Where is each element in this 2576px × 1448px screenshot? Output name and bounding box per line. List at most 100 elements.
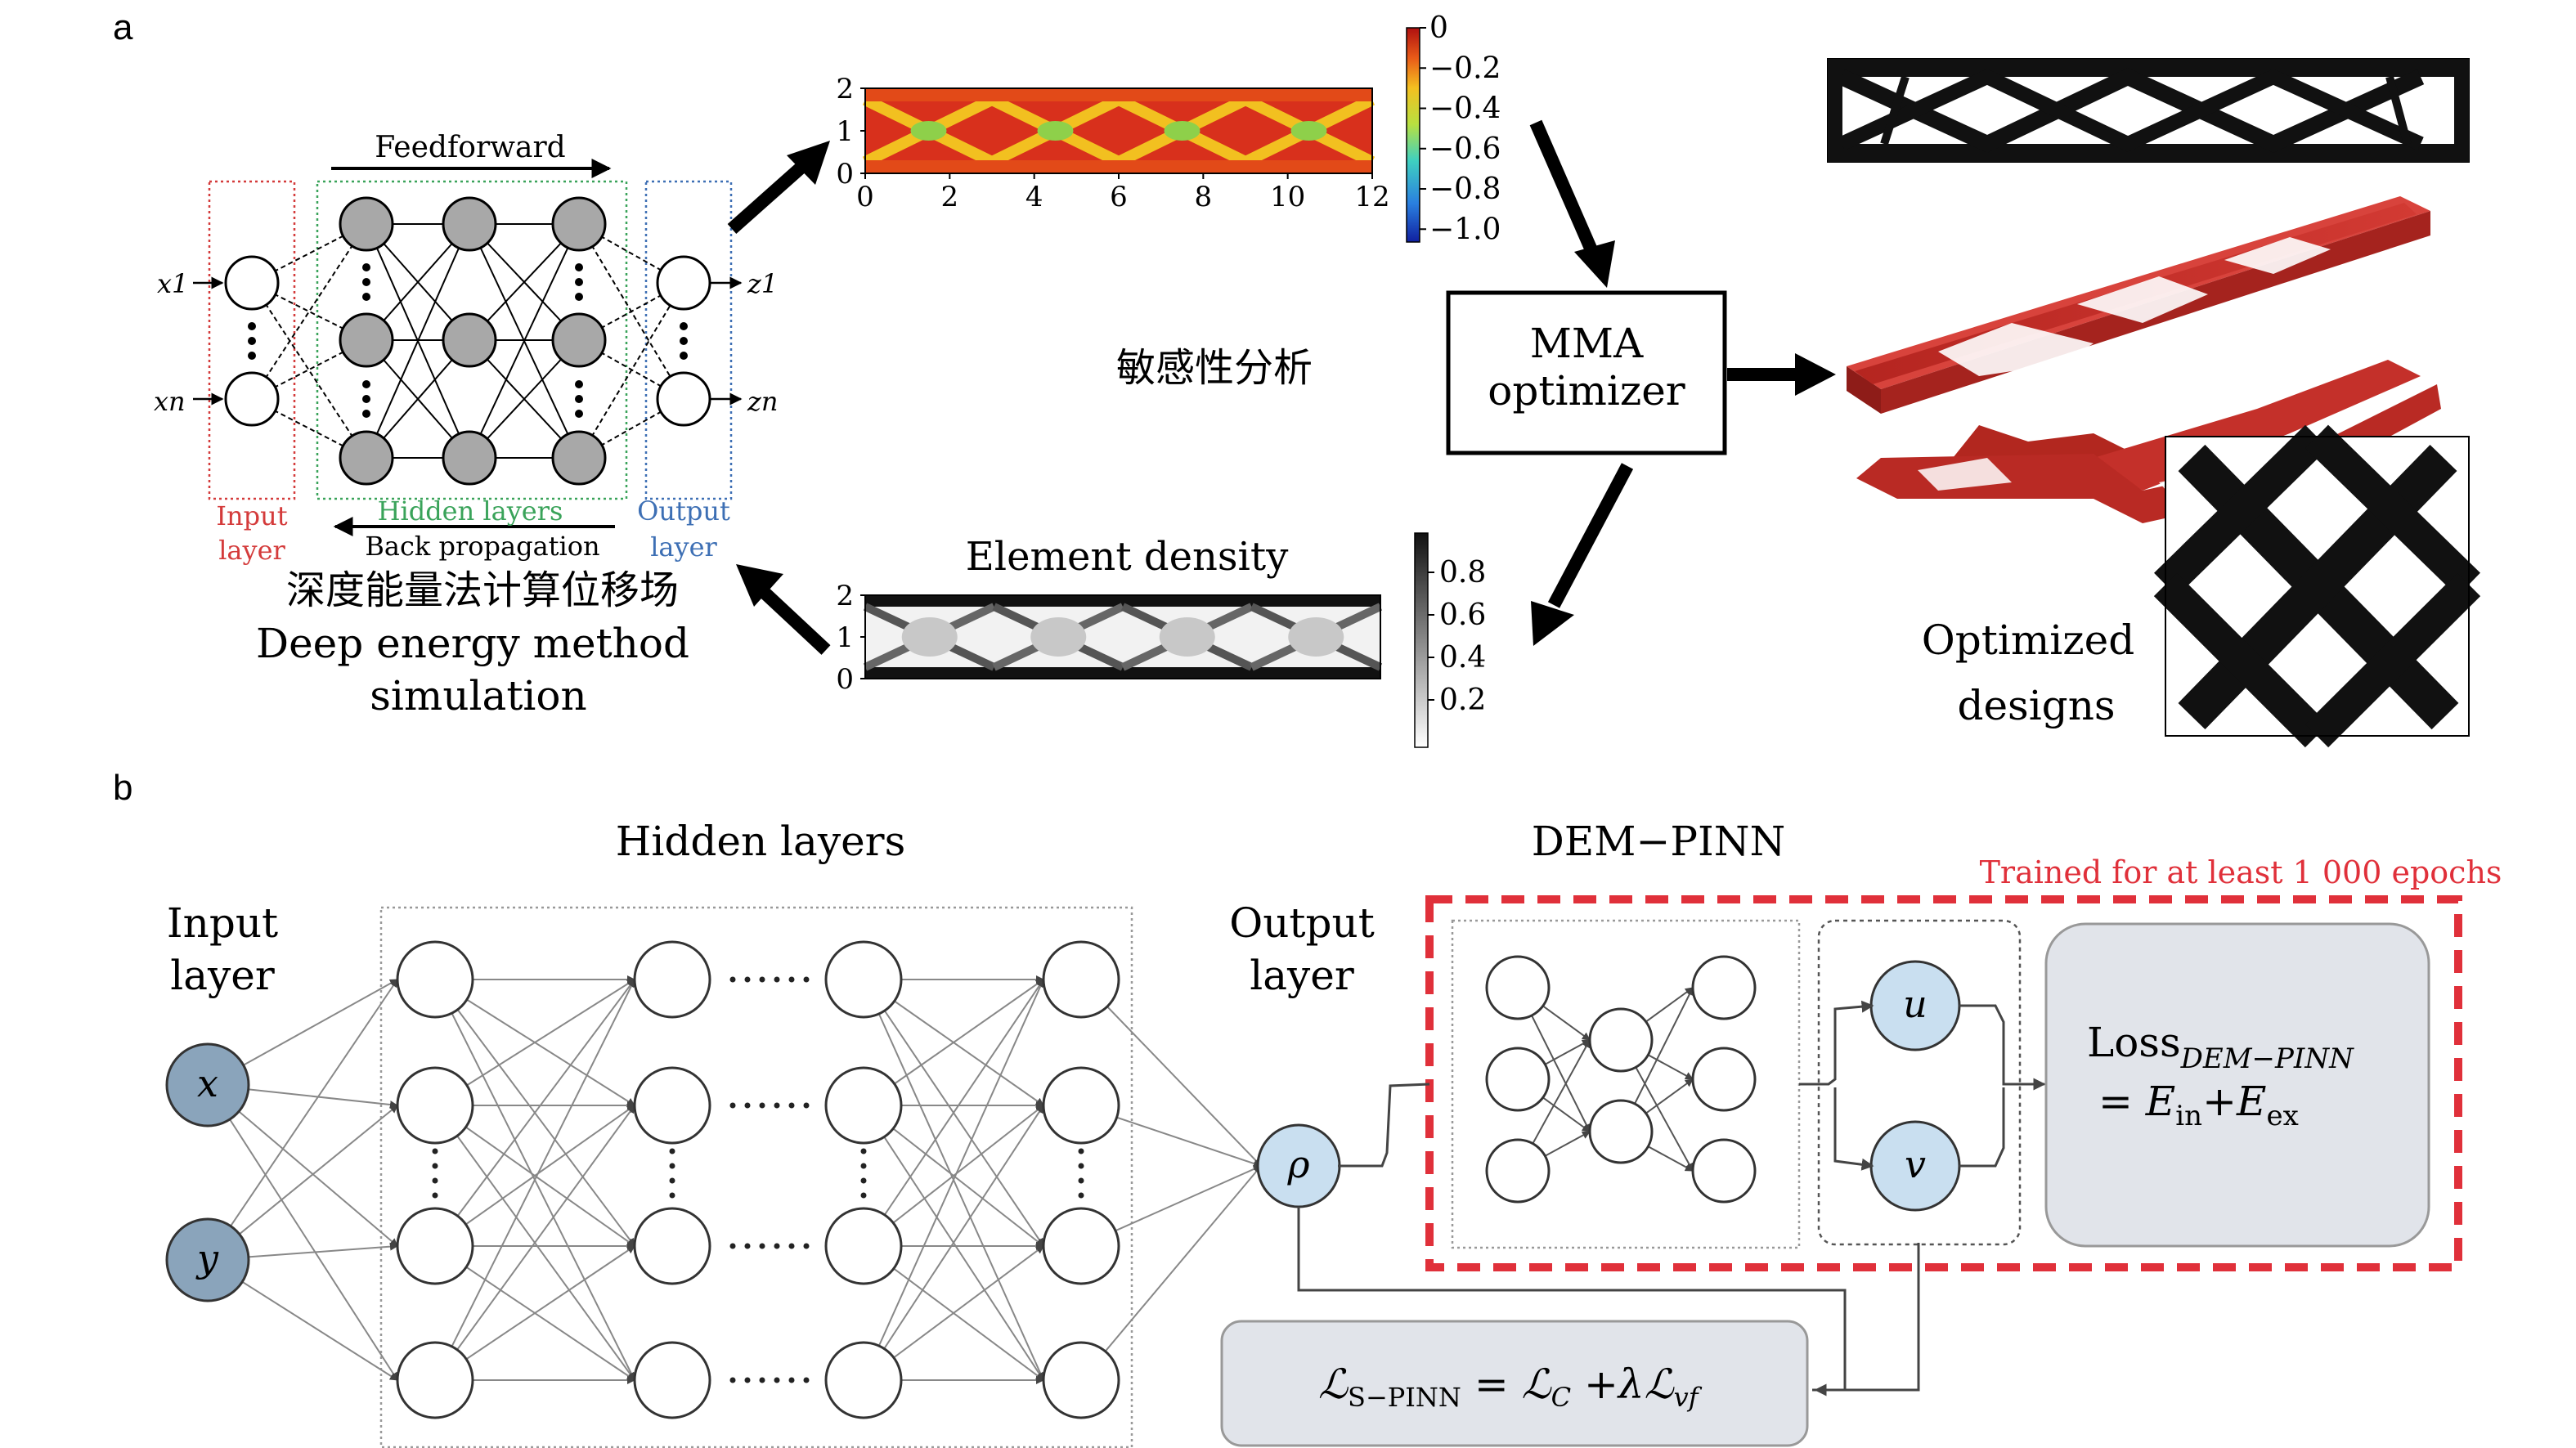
sensitivity-y-tick: 1 <box>836 115 854 148</box>
input-layer-label-1: Input <box>216 500 287 531</box>
loss-s-pinn-box <box>1220 1320 1809 1447</box>
nn-node <box>551 430 607 486</box>
b-ellipsis-dot <box>788 1377 795 1383</box>
b-input-node-label: x <box>197 1061 218 1105</box>
nn-node <box>656 255 711 311</box>
b-ellipsis-dot <box>729 976 736 983</box>
dem-caption-en-2: simulation <box>370 672 586 720</box>
nn-diagram: Feedforward Hidden layers Back propagati… <box>154 131 778 566</box>
density-edge <box>865 595 1380 607</box>
b-edge <box>207 1084 398 1381</box>
b-edge <box>434 979 635 1106</box>
uv-frame <box>1817 919 2022 1246</box>
arrow-mma-to-density <box>1531 463 1634 646</box>
nn-ellipsis-dot <box>362 293 370 301</box>
sensitivity-cb-tick: 0 <box>1429 11 1448 45</box>
output-layer-line2: layer <box>1250 952 1354 999</box>
b-hidden-node <box>824 1341 903 1419</box>
nn-ellipsis-dot <box>575 263 583 271</box>
density-web <box>901 617 958 657</box>
optimized-line2: designs <box>1957 682 2115 729</box>
nn-node <box>442 430 497 486</box>
b-ellipsis-dot <box>669 1163 675 1169</box>
sensitivity-label: 敏感性分析 <box>1116 347 1313 390</box>
d-node <box>1691 1138 1757 1204</box>
sensitivity-web <box>1164 121 1200 141</box>
sensitivity-x-tick: 0 <box>856 181 874 213</box>
nn-ellipsis-dot <box>575 395 583 403</box>
b-ellipsis-dot <box>744 1102 751 1109</box>
nn-edge <box>469 223 580 459</box>
dem-pinn-nodes: uv <box>1485 955 1961 1212</box>
trained-note: Trained for at least 1 000 epochs <box>1980 854 2502 890</box>
b-ellipsis-dot <box>669 1192 675 1199</box>
b-output-node-label: ρ <box>1286 1142 1309 1186</box>
b-ellipsis-dot <box>860 1148 867 1154</box>
loss-s-c-sub: C <box>1551 1382 1571 1413</box>
b-hidden-node <box>633 940 711 1019</box>
sensitivity-edge <box>865 160 1372 173</box>
hidden-layers-label: Hidden layers <box>378 495 563 527</box>
loss-dem-sub-ex: ex <box>2266 1100 2298 1132</box>
mma-line1: MMA <box>1530 320 1644 367</box>
sensitivity-x-tick: 8 <box>1195 181 1213 213</box>
density-colorbar <box>1414 532 1429 748</box>
b-hidden-node <box>396 1341 474 1419</box>
nn-ellipsis-dot <box>575 410 583 418</box>
density-cb-tick: 0.2 <box>1439 684 1486 717</box>
sensitivity-x-tick: 10 <box>1270 181 1305 213</box>
b-hidden-node <box>396 940 474 1019</box>
output-layer-box <box>644 180 733 500</box>
arrow-density-to-dem <box>736 564 831 655</box>
b-ellipsis-dot <box>788 1243 795 1249</box>
b-ellipsis-dot <box>669 1148 675 1154</box>
loss-s-lhs-sub: S−PINN <box>1348 1382 1461 1413</box>
sensitivity-cb-tick: −0.6 <box>1429 132 1501 166</box>
b-hidden-node <box>1042 1207 1120 1285</box>
b-input-node <box>165 1217 250 1302</box>
output-layer-label-2: layer <box>650 531 717 563</box>
b-ellipsis-dot <box>774 1377 780 1383</box>
sensitivity-colorbar <box>1406 27 1420 243</box>
b-ellipsis-dot <box>788 1102 795 1109</box>
b-hidden-node <box>396 1207 474 1285</box>
nn-ellipsis-dot <box>575 380 583 388</box>
b-ellipsis-dot <box>729 1102 736 1109</box>
b-edge <box>1080 1165 1262 1381</box>
output-z1-label: z1 <box>747 268 778 299</box>
output-layer-line1: Output <box>1229 899 1375 947</box>
nn-ellipsis-dot <box>680 337 688 345</box>
b-ellipsis-dot <box>432 1163 438 1169</box>
hidden-layers-frame <box>379 906 1133 1448</box>
b-ellipsis-dot <box>860 1177 867 1184</box>
nn-ellipsis-dot <box>575 293 583 301</box>
flow-arrows <box>727 119 1836 655</box>
loss-s-lhs: ℒ <box>1318 1361 1349 1408</box>
loss-s-pinn-equation: ℒS−PINN = ℒC +λℒvf <box>1318 1361 1703 1413</box>
input-xn-label: xn <box>154 386 186 417</box>
nn-node <box>442 312 497 368</box>
backprop-label: Back propagation <box>365 531 599 562</box>
nn-edge <box>366 223 470 459</box>
nn-node <box>224 255 280 311</box>
b-ellipsis-dot <box>744 1243 751 1249</box>
density-y-tick: 1 <box>836 621 854 654</box>
density-web <box>1030 617 1087 657</box>
d-node <box>1588 1099 1654 1164</box>
nn-node <box>339 430 394 486</box>
nn-node <box>551 196 607 252</box>
nn-edge <box>251 282 367 459</box>
b-ellipsis-dot <box>788 976 795 983</box>
output-zn-label: zn <box>747 386 778 417</box>
sensitivity-cb-tick: −0.2 <box>1429 52 1501 85</box>
dem-pinn-frame <box>1425 895 2462 1271</box>
nn-ellipsis-dot <box>248 337 256 345</box>
density-plot: Element density 210 0.80.60.40.2 <box>836 532 1486 748</box>
sensitivity-cb-tick: −1.0 <box>1429 213 1501 246</box>
panel-b-flow-lines <box>1297 1000 2046 1396</box>
sensitivity-field <box>862 88 1376 173</box>
nn-ellipsis-dot <box>362 395 370 403</box>
b-hidden-node <box>824 1066 903 1145</box>
